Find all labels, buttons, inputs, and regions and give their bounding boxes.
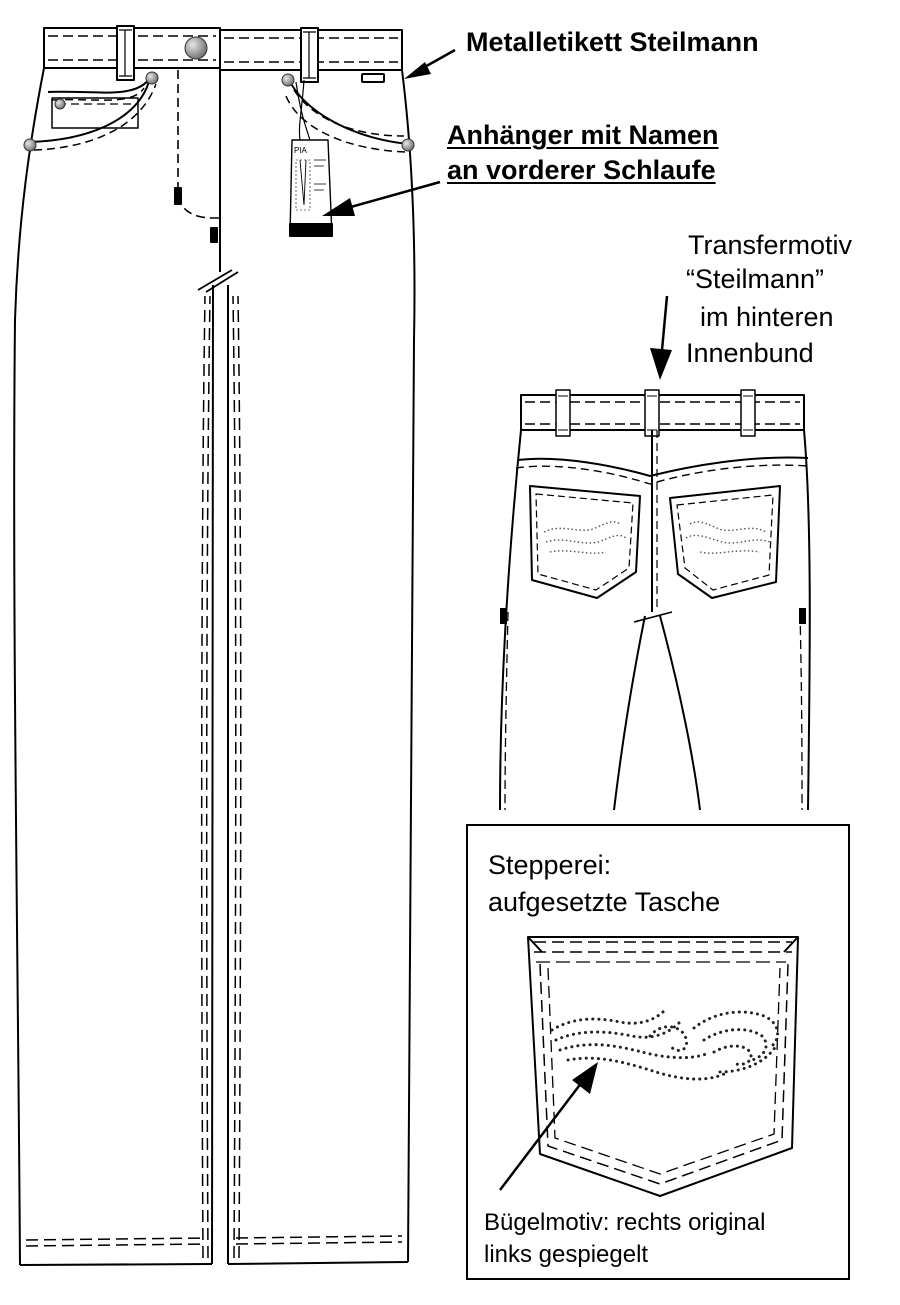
hangtag-brand: PIA bbox=[294, 146, 308, 155]
detail-box bbox=[466, 824, 850, 1280]
transfer-text-line3: im hinteren bbox=[700, 302, 834, 332]
detail-pocket bbox=[527, 936, 799, 1197]
back-pocket-left bbox=[529, 485, 641, 599]
motif-text-line2: links gespiegelt bbox=[484, 1241, 649, 1268]
front-view: PIA bbox=[13, 25, 416, 1266]
back-left-outline bbox=[499, 429, 522, 811]
back-view bbox=[499, 389, 811, 811]
back-pocket-right bbox=[669, 485, 781, 599]
front-legs-outline bbox=[13, 67, 416, 1266]
motif-text-line1: Bügelmotiv: rechts original bbox=[484, 1209, 766, 1236]
front-leg-stitching bbox=[25, 295, 403, 1259]
dot-motif-icon bbox=[550, 1008, 780, 1081]
arrow-icon bbox=[322, 48, 672, 1191]
transfer-text-line2: “Steilmann” bbox=[686, 264, 825, 294]
back-right-outline bbox=[803, 429, 811, 811]
stitch-text-line2: aufgesetzte Tasche bbox=[488, 887, 721, 917]
hangtag-text-line2: an vorderer Schlaufe bbox=[447, 155, 716, 185]
front-fly bbox=[174, 70, 220, 243]
transfer-text-line1: Transfermotiv bbox=[688, 230, 853, 260]
metal-label-plate bbox=[361, 73, 385, 83]
front-waistband bbox=[43, 25, 403, 83]
hangtag-text-line1: Anhänger mit Namen bbox=[447, 120, 719, 150]
transfer-text-line4: Innenbund bbox=[686, 338, 814, 368]
metal-label-text: Metalletikett Steilmann bbox=[466, 27, 759, 57]
hangtag-icon: PIA bbox=[289, 79, 333, 237]
waist-button bbox=[184, 36, 208, 60]
stitch-text-line1: Stepperei: bbox=[488, 850, 612, 880]
rivet-icon bbox=[23, 36, 415, 152]
